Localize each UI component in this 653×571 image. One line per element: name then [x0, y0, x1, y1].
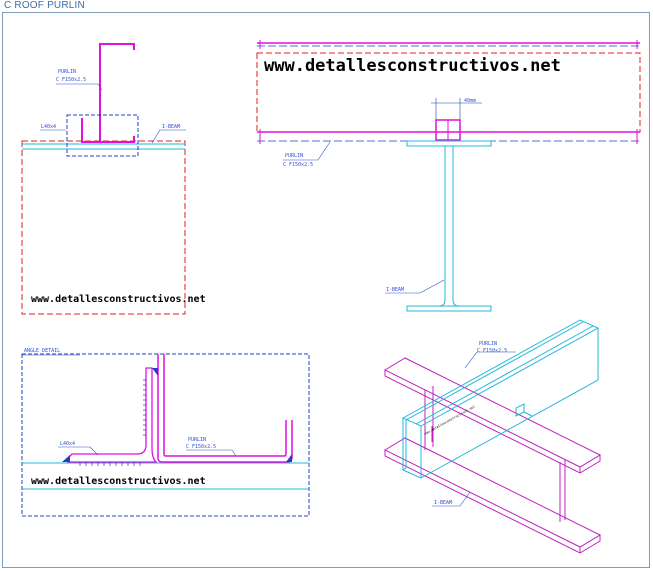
- label-purlin-size-iso: C F150x2.5: [477, 348, 507, 354]
- label-purlin-iso: PURLIN: [479, 341, 497, 347]
- weld-mark: [286, 454, 292, 462]
- watermark-text-detail: www.detallesconstructivos.net: [31, 475, 206, 487]
- drawing-title: C ROOF PURLIN: [4, 0, 85, 11]
- detail-callout-box: [66, 114, 139, 157]
- label-ibeam-iso: I-BEAM: [434, 500, 452, 506]
- watermark-text: www.detallesconstructivos.net: [31, 293, 206, 305]
- section-outline: [21, 140, 186, 315]
- section-view-top-left: PURLIN C F150x2.5 L40x4 I-BEAM www.detal…: [21, 43, 206, 315]
- isometric-purlin: [401, 319, 600, 479]
- watermark-text-large: www.detallesconstructivos.net: [264, 56, 561, 76]
- weld-mark: [62, 455, 70, 462]
- drawing-frame: [2, 12, 650, 568]
- angle-cleat-detail: [67, 367, 158, 463]
- label-purlin-elev: PURLIN: [285, 153, 303, 159]
- elevation-view-top-right: 40mm PURLIN C F150x2.5 I-BEAM www.detall…: [256, 40, 641, 312]
- isometric-view: [383, 357, 602, 554]
- c-purlin-profile: [99, 43, 135, 143]
- label-angle-detail-size: L40x4: [60, 441, 75, 447]
- detail-outline: [21, 353, 310, 517]
- label-purlin-size-elev: C F150x2.5: [283, 162, 313, 168]
- ibeam-bottom-flange: [406, 305, 492, 312]
- label-purlin-size: C F150x2.5: [56, 77, 86, 83]
- label-angle-detail: ANGLE DETAIL: [24, 348, 60, 354]
- label-dimension-40mm: 40mm: [464, 98, 476, 104]
- label-ibeam-elev: I-BEAM: [386, 287, 404, 293]
- angle-detail-view: ANGLE DETAIL L40x: [21, 348, 310, 517]
- weld-mark: [152, 368, 158, 376]
- label-angle: L40x4: [41, 124, 56, 130]
- angle-cleat: [81, 118, 100, 143]
- purlin-profile-detail: [157, 354, 293, 463]
- label-purlin-size-detail: C F150x2.5: [186, 444, 216, 450]
- label-ibeam: I-BEAM: [162, 124, 180, 130]
- ibeam-top-flange: [406, 140, 492, 147]
- label-purlin: PURLIN: [58, 69, 76, 75]
- label-purlin-detail: PURLIN: [188, 437, 206, 443]
